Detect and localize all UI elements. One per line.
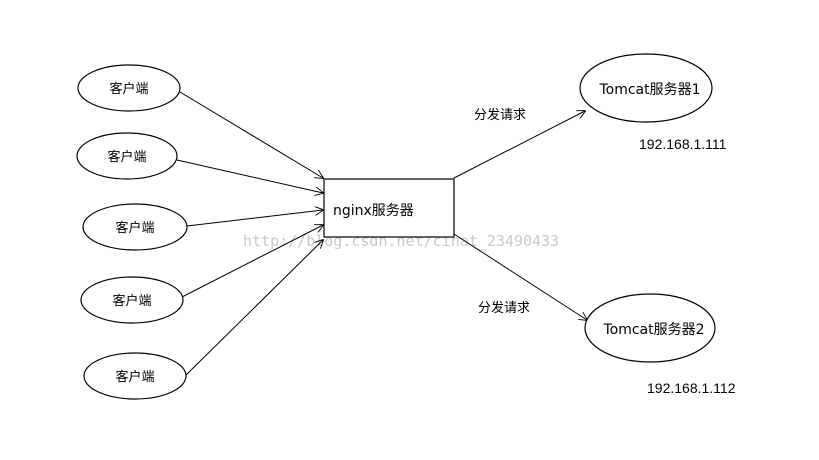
tomcat-node-1: Tomcat服务器1 bbox=[579, 53, 713, 123]
client-label: 客户端 bbox=[109, 81, 148, 97]
nginx-label: nginx服务器 bbox=[333, 203, 414, 219]
edge-label-distribute-2: 分发请求 bbox=[478, 300, 530, 316]
client-node-3: 客户端 bbox=[82, 203, 188, 251]
tomcat-label: Tomcat服务器1 bbox=[598, 82, 700, 98]
nginx-node: nginx服务器 bbox=[323, 178, 455, 238]
client-node-2: 客户端 bbox=[76, 132, 178, 180]
client-node-4: 客户端 bbox=[80, 276, 184, 324]
tomcat-1-ip: 192.168.1.111 bbox=[639, 136, 727, 152]
tomcat-2-ip: 192.168.1.112 bbox=[647, 380, 736, 396]
tomcat-node-2: Tomcat服务器2 bbox=[584, 293, 716, 363]
client-label: 客户端 bbox=[107, 149, 146, 165]
edge-nginx-to-tomcat-2 bbox=[453, 233, 587, 320]
client-label: 客户端 bbox=[115, 369, 154, 385]
edge-client-2-to-nginx bbox=[176, 159, 323, 193]
client-node-5: 客户端 bbox=[83, 352, 187, 400]
client-label: 客户端 bbox=[112, 293, 151, 309]
edge-client-1-to-nginx bbox=[179, 91, 323, 178]
edge-client-5-to-nginx bbox=[184, 240, 323, 377]
edge-label-distribute-1: 分发请求 bbox=[474, 107, 526, 123]
edge-client-3-to-nginx bbox=[186, 210, 323, 227]
client-label: 客户端 bbox=[115, 220, 154, 236]
edge-nginx-to-tomcat-1 bbox=[453, 111, 585, 179]
edge-client-4-to-nginx bbox=[181, 225, 323, 298]
tomcat-label: Tomcat服务器2 bbox=[602, 322, 704, 338]
client-node-1: 客户端 bbox=[77, 64, 181, 112]
